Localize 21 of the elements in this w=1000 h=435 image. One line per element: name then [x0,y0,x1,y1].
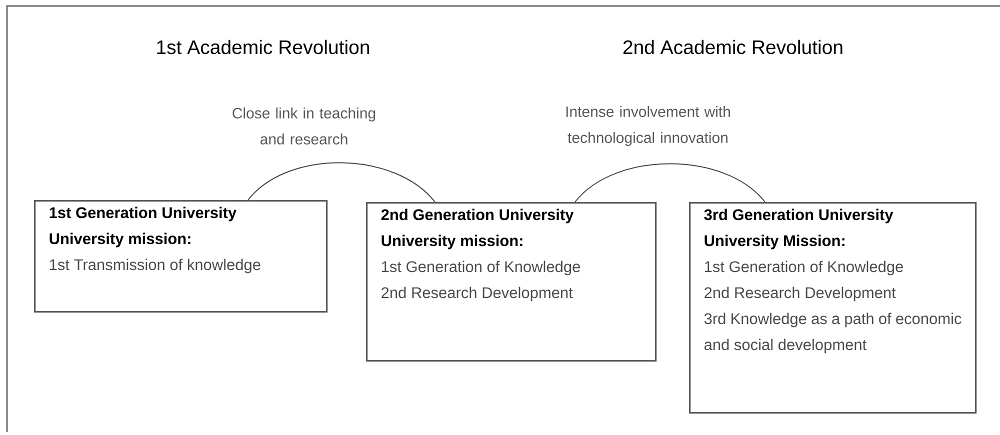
mission-item: 2nd Research Development [704,286,896,302]
box-heading: 1st Generation University [50,206,236,222]
university-box [689,202,977,414]
box-heading: 2nd Generation University [381,208,574,224]
university-box [34,200,328,313]
mission-item: 1st Generation of Knowledge [704,260,903,276]
arc-connector [574,163,766,202]
mission-item: 1st Generation of Knowledge [382,260,580,276]
mission-item: 1st Transmission of knowledge [50,258,260,274]
box-heading: 3rd Generation University [704,208,894,224]
edge-label: Close link in teaching and research [232,107,376,144]
university-box [366,202,657,362]
box-heading: University mission: [50,232,190,248]
box-heading: University mission: [382,234,522,250]
box-heading: University Mission: [704,234,844,250]
mission-item: 2nd Research Development [382,286,573,302]
edge-label: Intense involvement with technological innovation [566,106,730,146]
arc-connector [248,162,436,202]
mission-item: 3rd Knowledge as a path of economic and social development [704,312,962,354]
revolution-heading: 1st Academic Revolution [157,40,369,54]
revolution-heading: 2nd Academic Revolution [623,40,842,54]
